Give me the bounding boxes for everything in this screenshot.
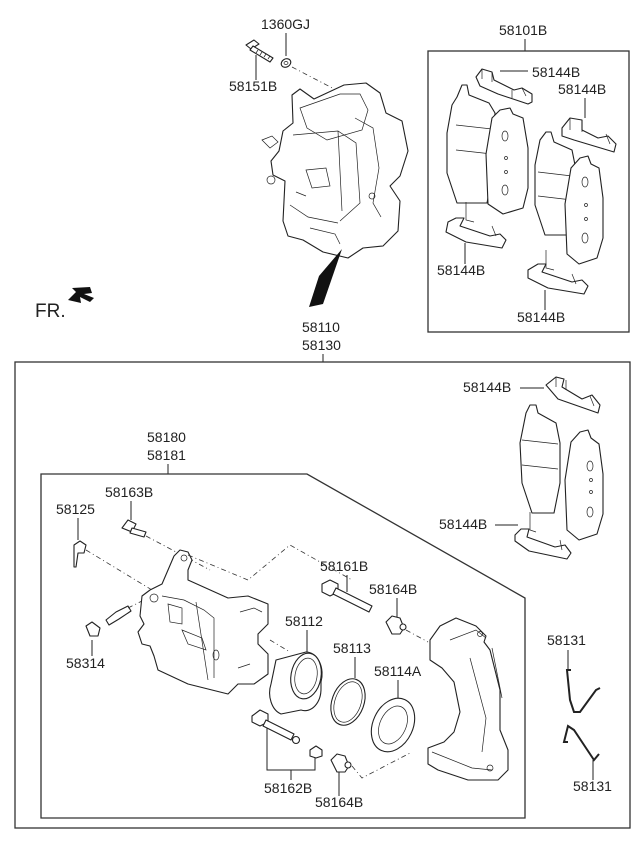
brake-pad-part[interactable]	[564, 429, 604, 541]
label-58181[interactable]: 58181	[147, 447, 186, 463]
label-58144B-kit-1[interactable]: 58144B	[532, 64, 580, 80]
pad-kit-box	[427, 50, 630, 333]
pad-spring-part[interactable]	[565, 669, 601, 713]
label-58314[interactable]: 58314	[66, 655, 105, 671]
bolt-part-58151B[interactable]	[245, 39, 274, 63]
label-58125[interactable]: 58125	[56, 501, 95, 517]
bolt-part-58163B[interactable]	[121, 519, 147, 538]
dashed-alignment-line	[187, 544, 353, 581]
guide-pin-part[interactable]	[251, 709, 301, 745]
pad-clip-part[interactable]	[527, 250, 589, 295]
label-58162B[interactable]: 58162B	[264, 780, 312, 796]
caliper-assembly-part[interactable]	[261, 82, 409, 259]
pad-clip-part[interactable]	[475, 68, 533, 105]
dashed-alignment-line	[351, 751, 413, 779]
leader-bracket	[266, 728, 316, 780]
guide-pin-bushing-part[interactable]	[309, 745, 323, 759]
label-58164B-upper[interactable]: 58164B	[369, 581, 417, 597]
piston-part[interactable]	[269, 651, 325, 715]
label-58144B-lower[interactable]: 58144B	[439, 516, 487, 532]
caliper-body-box	[40, 473, 526, 819]
piston-seal-inner	[333, 681, 363, 723]
washer-part[interactable]	[280, 57, 293, 69]
label-58112[interactable]: 58112	[285, 613, 323, 629]
brake-pad-part[interactable]	[519, 404, 561, 514]
label-1360GJ[interactable]: 1360GJ	[261, 16, 310, 32]
guide-boot-part[interactable]	[330, 753, 352, 773]
dashed-alignment-line	[269, 639, 291, 653]
dashed-alignment-line	[127, 595, 153, 609]
caliper-body-part[interactable]	[137, 549, 269, 695]
label-58180[interactable]: 58180	[147, 429, 186, 445]
dashed-alignment-line	[405, 629, 429, 643]
label-58130[interactable]: 58130	[302, 337, 341, 353]
pad-clip-part[interactable]	[445, 202, 507, 249]
brake-pad-part[interactable]	[446, 84, 496, 204]
bleeder-cap-part[interactable]	[73, 540, 87, 568]
pad-clip-part[interactable]	[545, 376, 601, 414]
piston-boot-inner	[378, 705, 408, 745]
label-58163B[interactable]: 58163B	[105, 484, 153, 500]
label-58151B[interactable]: 58151B	[229, 78, 277, 94]
label-58101B[interactable]: 58101B	[499, 22, 547, 38]
guide-boot-part[interactable]	[385, 615, 407, 635]
front-direction-label: FR.	[35, 301, 66, 322]
label-58113[interactable]: 58113	[333, 640, 371, 656]
bleeder-nipple-part[interactable]	[85, 621, 101, 637]
pad-spring-part[interactable]	[562, 724, 600, 762]
label-58114A[interactable]: 58114A	[374, 663, 422, 679]
dashed-alignment-line	[85, 549, 153, 591]
label-58144B-upper[interactable]: 58144B	[463, 379, 511, 395]
piston-boot-part[interactable]	[363, 691, 423, 759]
label-58144B-kit-4[interactable]: 58144B	[517, 309, 565, 325]
label-58144B-kit-2[interactable]: 58144B	[558, 81, 606, 97]
label-58144B-kit-3[interactable]: 58144B	[437, 262, 485, 278]
front-arrow-icon	[68, 287, 94, 303]
label-58110[interactable]: 58110	[302, 319, 340, 335]
pad-clip-part[interactable]	[514, 512, 572, 560]
washer-hole	[283, 61, 289, 65]
dashed-alignment-line	[291, 66, 341, 93]
guide-pin-part[interactable]	[321, 579, 373, 613]
assembly-pointer-arrow-icon	[309, 249, 342, 307]
caliper-assembly-box	[14, 361, 631, 829]
bleeder-screw-part[interactable]	[105, 605, 132, 626]
label-58131-lower[interactable]: 58131	[573, 778, 612, 794]
label-58131-upper[interactable]: 58131	[547, 632, 586, 648]
caliper-bracket-part[interactable]	[427, 617, 509, 781]
brake-pad-part[interactable]	[485, 107, 529, 215]
pad-clip-part[interactable]	[561, 117, 617, 153]
brake-pad-part[interactable]	[564, 155, 604, 265]
label-58164B-lower[interactable]: 58164B	[315, 794, 363, 810]
label-58161B[interactable]: 58161B	[320, 558, 368, 574]
